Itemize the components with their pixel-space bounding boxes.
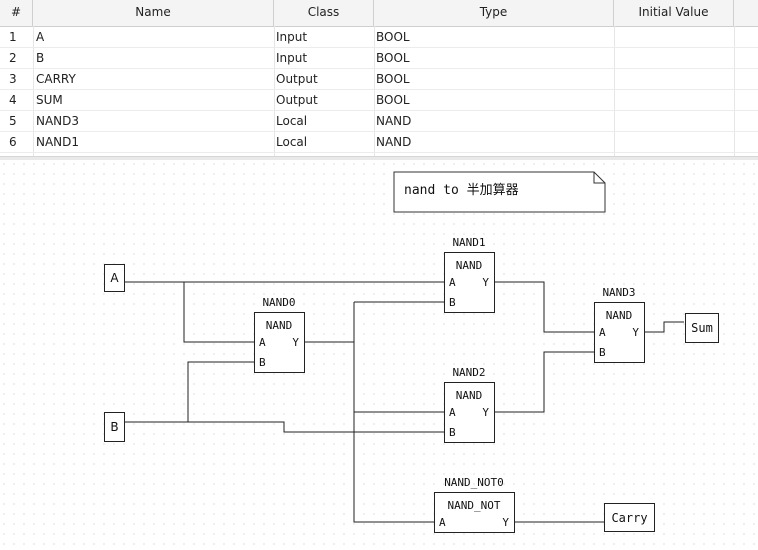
comment-text: nand to 半加算器 bbox=[404, 183, 519, 198]
var-class[interactable]: Local bbox=[276, 114, 308, 128]
header-index[interactable]: # bbox=[0, 0, 33, 26]
row-index: 1 bbox=[9, 30, 17, 44]
block-nand0[interactable]: NAND0 NAND A Y B bbox=[254, 296, 305, 373]
var-type[interactable]: BOOL bbox=[376, 72, 410, 86]
var-class[interactable]: Input bbox=[276, 30, 308, 44]
header-initial-value[interactable]: Initial Value bbox=[614, 0, 734, 26]
var-name[interactable]: SUM bbox=[36, 93, 63, 107]
pin-y: Y bbox=[502, 516, 509, 529]
block-nand0-type: NAND bbox=[266, 319, 293, 332]
column-divider bbox=[33, 26, 34, 156]
wire-b-to-nand0[interactable] bbox=[187, 361, 254, 422]
var-type[interactable]: BOOL bbox=[376, 30, 410, 44]
header-class[interactable]: Class bbox=[274, 0, 374, 26]
table-row[interactable]: 5 NAND3 Local NAND bbox=[0, 111, 758, 132]
table-row[interactable]: 4 SUM Output BOOL bbox=[0, 90, 758, 111]
block-nand-not0[interactable]: NAND_NOT0 NAND_NOT A Y bbox=[434, 476, 515, 533]
pin-y: Y bbox=[292, 336, 299, 349]
wire-nand3-to-sum[interactable] bbox=[644, 321, 684, 333]
var-class[interactable]: Local bbox=[276, 135, 308, 149]
variable-table: # Name Class Type Initial Value 1 A Inpu… bbox=[0, 0, 758, 156]
block-nand1-type: NAND bbox=[456, 259, 483, 272]
wire-nand1-to-nand3[interactable] bbox=[494, 281, 594, 333]
block-nand0-instance: NAND0 bbox=[262, 296, 295, 309]
var-class[interactable]: Output bbox=[276, 72, 318, 86]
input-var-a-label: A bbox=[110, 271, 119, 285]
var-type[interactable]: BOOL bbox=[376, 51, 410, 65]
block-nand-not0-type: NAND_NOT bbox=[448, 499, 501, 512]
block-nand2-type: NAND bbox=[456, 389, 483, 402]
var-type[interactable]: BOOL bbox=[376, 93, 410, 107]
pin-y: Y bbox=[482, 406, 489, 419]
table-row[interactable]: 2 B Input BOOL bbox=[0, 48, 758, 69]
row-index: 4 bbox=[9, 93, 17, 107]
wire-a-to-nand0[interactable] bbox=[183, 282, 254, 343]
var-class[interactable]: Output bbox=[276, 93, 318, 107]
var-class[interactable]: Input bbox=[276, 51, 308, 65]
header-type[interactable]: Type bbox=[374, 0, 614, 26]
pin-b: B bbox=[449, 426, 456, 439]
wire-nand0-bus[interactable] bbox=[353, 302, 434, 523]
block-nand-not0-instance: NAND_NOT0 bbox=[444, 476, 504, 489]
var-type[interactable]: NAND bbox=[376, 114, 412, 128]
row-index: 2 bbox=[9, 51, 17, 65]
input-var-b-label: B bbox=[110, 420, 118, 434]
pin-a: A bbox=[449, 276, 456, 289]
pin-b: B bbox=[449, 296, 456, 309]
column-divider bbox=[614, 26, 615, 156]
wire-b-to-nand2[interactable] bbox=[124, 421, 444, 433]
table-row[interactable]: 1 A Input BOOL bbox=[0, 27, 758, 48]
input-var-a[interactable]: A bbox=[104, 264, 125, 292]
var-name[interactable]: NAND1 bbox=[36, 135, 80, 149]
block-nand3-instance: NAND3 bbox=[602, 286, 635, 299]
wire-nand2-to-nand3[interactable] bbox=[494, 351, 594, 413]
row-index: 3 bbox=[9, 72, 17, 86]
block-nand1-instance: NAND1 bbox=[452, 236, 485, 249]
row-index: 5 bbox=[9, 114, 17, 128]
pin-b: B bbox=[259, 356, 266, 369]
var-type[interactable]: NAND bbox=[376, 135, 412, 149]
var-name[interactable]: A bbox=[36, 30, 45, 44]
block-nand2[interactable]: NAND2 NAND A Y B bbox=[444, 366, 495, 443]
column-divider bbox=[374, 26, 375, 156]
var-name[interactable]: NAND3 bbox=[36, 114, 80, 128]
pin-a: A bbox=[599, 326, 606, 339]
pin-b: B bbox=[599, 346, 606, 359]
pane-splitter[interactable] bbox=[0, 156, 758, 160]
row-index: 6 bbox=[9, 135, 17, 149]
comment-box[interactable]: nand to 半加算器 bbox=[393, 171, 606, 213]
output-var-sum[interactable]: Sum bbox=[685, 313, 719, 343]
wires bbox=[124, 281, 684, 523]
output-var-carry[interactable]: Carry bbox=[604, 503, 655, 532]
pin-a: A bbox=[259, 336, 266, 349]
table-header: # Name Class Type Initial Value bbox=[0, 0, 758, 27]
var-name[interactable]: B bbox=[36, 51, 45, 65]
pin-y: Y bbox=[632, 326, 639, 339]
column-divider bbox=[734, 26, 735, 156]
block-nand1[interactable]: NAND1 NAND A Y B bbox=[444, 236, 495, 313]
pin-a: A bbox=[449, 406, 456, 419]
pin-y: Y bbox=[482, 276, 489, 289]
block-nand2-instance: NAND2 bbox=[452, 366, 485, 379]
column-divider bbox=[274, 26, 275, 156]
pin-a: A bbox=[439, 516, 446, 529]
table-row[interactable]: 3 CARRY Output BOOL bbox=[0, 69, 758, 90]
header-name[interactable]: Name bbox=[33, 0, 274, 26]
table-row[interactable]: 6 NAND1 Local NAND bbox=[0, 132, 758, 153]
block-nand3[interactable]: NAND3 NAND A Y B bbox=[594, 286, 645, 363]
var-name[interactable]: CARRY bbox=[36, 72, 76, 86]
block-nand3-type: NAND bbox=[606, 309, 633, 322]
output-var-sum-label: Sum bbox=[691, 321, 713, 335]
output-var-carry-label: Carry bbox=[611, 511, 647, 525]
input-var-b[interactable]: B bbox=[104, 412, 125, 442]
